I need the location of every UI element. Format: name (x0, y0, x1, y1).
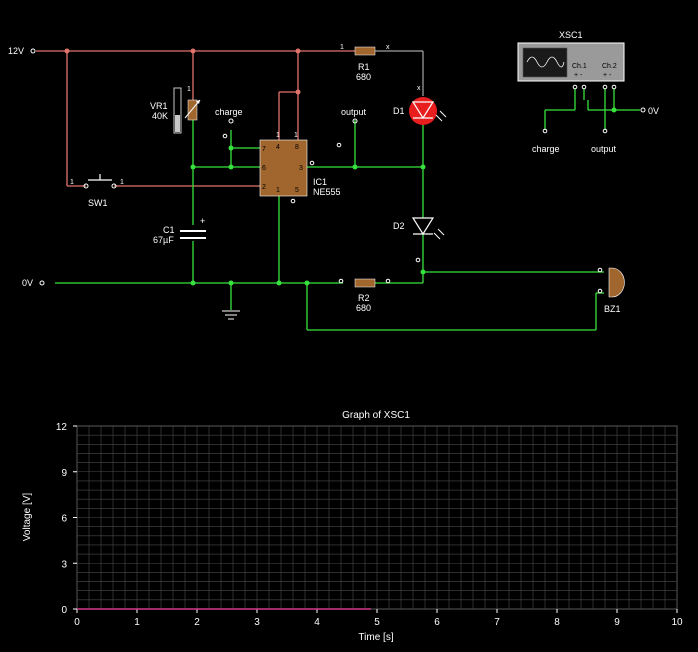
svg-text:XSC1: XSC1 (559, 30, 583, 40)
svg-text:x: x (417, 85, 421, 92)
potentiometer-vr1[interactable]: VR1 40K 1 (150, 86, 201, 134)
svg-text:x: x (386, 44, 390, 51)
x-tick-label: 5 (374, 617, 380, 628)
rail-0v-terminal[interactable]: 0V (22, 278, 45, 288)
wires-signal (55, 88, 640, 331)
svg-text:+ -: + - (574, 72, 583, 79)
x-tick-label: 9 (614, 617, 620, 628)
x-tick-label: 4 (314, 617, 320, 628)
x-tick-label: 2 (194, 617, 200, 628)
svg-text:R1: R1 (358, 62, 370, 72)
svg-text:R2: R2 (358, 293, 370, 303)
x-axis-ticks: 0 1 2 3 4 5 6 7 8 9 10 (74, 609, 683, 628)
y-tick-label: 3 (61, 559, 67, 570)
y-axis-label: Voltage [V] (22, 493, 33, 542)
svg-text:67µF: 67µF (153, 235, 174, 245)
oscilloscope-xsc1[interactable]: XSC1 Ch.1 Ch.2 + - + - charge output 0V (517, 30, 659, 154)
svg-text:2: 2 (262, 184, 266, 191)
svg-text:output: output (591, 144, 617, 154)
x-tick-label: 0 (74, 617, 80, 628)
graph-grid (76, 425, 678, 610)
y-tick-label: 9 (61, 468, 67, 479)
svg-text:NE555: NE555 (313, 187, 341, 197)
svg-text:5: 5 (295, 187, 299, 194)
y-tick-label: 0 (61, 605, 67, 616)
probe-output[interactable]: output (336, 107, 367, 148)
x-tick-label: 3 (254, 617, 260, 628)
svg-text:1: 1 (276, 132, 280, 139)
svg-text:charge: charge (532, 144, 560, 154)
y-axis-ticks: 0 3 6 9 12 (56, 422, 77, 616)
svg-text:Ch.2: Ch.2 (602, 63, 617, 70)
x-tick-label: 1 (134, 617, 140, 628)
svg-text:D2: D2 (393, 221, 405, 231)
capacitor-c1[interactable]: + C1 67µF (153, 216, 206, 245)
switch-sw1[interactable]: SW1 1 1 (70, 174, 124, 208)
x-tick-label: 6 (434, 617, 440, 628)
x-tick-label: 7 (494, 617, 500, 628)
svg-text:1: 1 (294, 132, 298, 139)
y-tick-label: 12 (56, 422, 68, 433)
svg-text:IC1: IC1 (313, 177, 327, 187)
ground-icon (222, 310, 240, 320)
svg-text:+ -: + - (603, 72, 612, 79)
svg-text:0V: 0V (648, 106, 659, 116)
svg-text:8: 8 (295, 144, 299, 151)
svg-text:output: output (341, 107, 367, 117)
junctions-signal (190, 107, 617, 286)
svg-text:BZ1: BZ1 (604, 304, 621, 314)
svg-text:3: 3 (299, 165, 303, 172)
waveform-icon (526, 56, 565, 68)
svg-text:4: 4 (276, 144, 280, 151)
resistor-r2[interactable]: R2 680 (338, 278, 391, 313)
led-d2[interactable]: D2 (393, 217, 445, 263)
rail-12v-terminal[interactable]: 12V (8, 46, 36, 56)
x-tick-label: 10 (671, 617, 683, 628)
x-axis-label: Time [s] (358, 632, 393, 643)
led-d1[interactable]: D1 x (393, 85, 447, 125)
svg-text:680: 680 (356, 303, 371, 313)
svg-text:D1: D1 (393, 106, 405, 116)
svg-text:1: 1 (187, 86, 191, 93)
graph-title: Graph of XSC1 (342, 410, 410, 421)
junctions-12v (64, 48, 301, 95)
svg-text:VR1: VR1 (150, 101, 168, 111)
svg-text:0V: 0V (22, 278, 33, 288)
svg-text:C1: C1 (163, 225, 175, 235)
buzzer-bz1[interactable]: BZ1 (597, 267, 625, 314)
probe-charge[interactable]: charge (215, 107, 243, 139)
svg-text:1: 1 (120, 179, 124, 186)
svg-text:+: + (200, 216, 205, 226)
svg-text:Ch.1: Ch.1 (572, 63, 587, 70)
svg-text:SW1: SW1 (88, 198, 108, 208)
resistor-r1[interactable]: R1 680 1 x (340, 44, 424, 96)
svg-text:1: 1 (276, 187, 280, 194)
svg-text:40K: 40K (152, 111, 168, 121)
svg-text:6: 6 (262, 165, 266, 172)
svg-text:1: 1 (70, 179, 74, 186)
svg-text:680: 680 (356, 72, 371, 82)
svg-text:12V: 12V (8, 46, 24, 56)
svg-text:7: 7 (262, 146, 266, 153)
x-tick-label: 8 (554, 617, 560, 628)
ic1-ne555[interactable]: 7 4 8 6 3 2 1 5 IC1 NE555 1 1 (259, 132, 341, 204)
svg-text:charge: charge (215, 107, 243, 117)
svg-text:1: 1 (340, 44, 344, 51)
y-tick-label: 6 (61, 514, 67, 525)
